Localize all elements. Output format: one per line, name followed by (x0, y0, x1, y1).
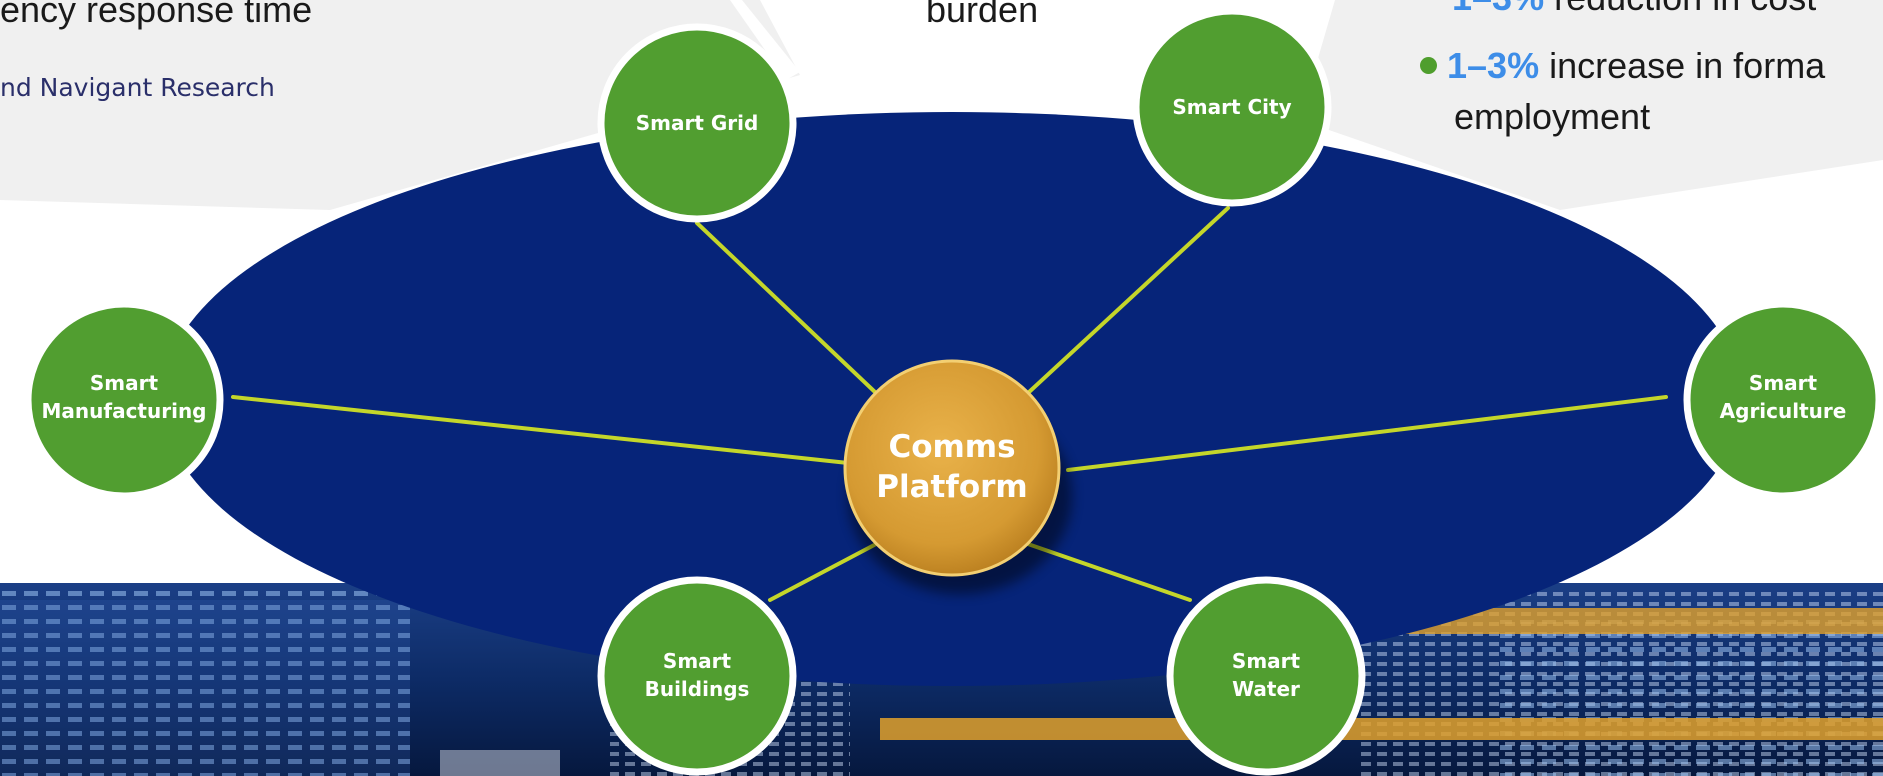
callout-background-right (1300, 0, 1883, 210)
service-nodes (24, 7, 1883, 776)
bullet-icon (1420, 57, 1437, 74)
label-smart-water: Smart Water (1231, 649, 1301, 701)
node-smart-city (1132, 7, 1332, 207)
connector-smart-agriculture (1066, 395, 1668, 472)
callout-right-stat-value: 1–3% (1447, 45, 1540, 86)
callout-right-stat-text: increase in forma (1539, 45, 1826, 86)
callout-center-word: burden (926, 0, 1039, 30)
comms-platform-hub (843, 359, 1061, 577)
callout-left-line: ency response time (0, 0, 313, 30)
hub-label: Comms Platform (876, 429, 1028, 505)
label-smart-buildings: Smart Buildings (644, 649, 750, 701)
callout-right-partial-text: reduction in cost (1554, 0, 1816, 18)
label-smart-agriculture: Smart Agriculture (1719, 371, 1847, 423)
callout-left-source: nd Navigant Research (0, 73, 275, 102)
connector-smart-grid (695, 221, 878, 395)
label-smart-city: Smart City (1172, 95, 1292, 119)
node-smart-manufacturing (24, 300, 224, 500)
node-smart-water (1166, 576, 1366, 776)
label-smart-manufacturing: Smart Manufacturing (41, 371, 207, 423)
callout-right-stat-continued: employment (1454, 96, 1651, 137)
node-smart-grid (597, 23, 797, 223)
label-smart-grid: Smart Grid (635, 111, 759, 135)
connector-smart-water (1023, 541, 1192, 602)
callout-background-left (0, 0, 800, 210)
node-smart-buildings (597, 576, 797, 776)
callout-right-partial-value: 1–3% (1452, 0, 1544, 18)
connector-smart-buildings (768, 541, 880, 602)
connector-smart-city (1026, 206, 1230, 395)
callout-right-line-partial: 1–3% reduction in cost (1452, 0, 1816, 16)
connector-smart-manufacturing (231, 395, 850, 465)
connector-lines (231, 206, 1668, 602)
node-smart-agriculture (1683, 300, 1883, 500)
callout-right-stat: 1–3% increase in forma (1420, 48, 1825, 84)
callout-pointer (730, 0, 800, 80)
